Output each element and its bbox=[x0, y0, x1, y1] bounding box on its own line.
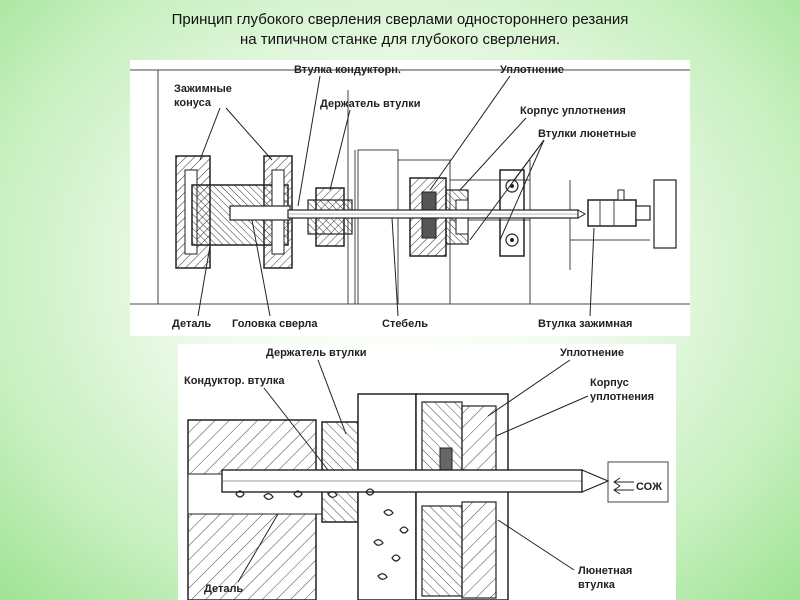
drilling-detail-drawing: Держатель втулки Уплотнение Кондуктор. в… bbox=[184, 347, 669, 600]
clamp-bushing-shape bbox=[587, 179, 677, 249]
workpiece-block bbox=[187, 419, 323, 600]
label-clamp-cones-2: конуса bbox=[174, 97, 212, 109]
label-clamp-bushing: Втулка зажимная bbox=[538, 318, 632, 330]
label-steady-bushings: Втулки люнетные bbox=[538, 128, 636, 140]
title-line-1: Принцип глубокого сверления сверлами одн… bbox=[171, 11, 629, 28]
title-line-2: на типичном станке для глубокого сверлен… bbox=[239, 31, 561, 48]
label-workpiece-2: Деталь bbox=[204, 583, 243, 595]
label-seal: Уплотнение bbox=[500, 64, 564, 76]
label-guide-bushing: Втулка кондукторн. bbox=[294, 64, 401, 76]
label-seal-housing-2b: уплотнения bbox=[590, 391, 654, 403]
coolant-arrows bbox=[613, 477, 634, 495]
drilling-detail-diagram: Держатель втулки Уплотнение Кондуктор. в… bbox=[178, 344, 676, 600]
drill-head-shape bbox=[229, 205, 291, 221]
label-guide-bushing-2: Кондуктор. втулка bbox=[184, 375, 285, 387]
label-seal-housing: Корпус уплотнения bbox=[520, 105, 626, 117]
drill-shank bbox=[221, 461, 669, 503]
label-coolant: СОЖ bbox=[636, 481, 662, 493]
slide-title: Принцип глубокого сверления сверлами одн… bbox=[0, 10, 800, 50]
label-shank: Стебель bbox=[382, 318, 428, 330]
label-bushing-holder: Держатель втулки bbox=[320, 98, 421, 110]
label-seal-2: Уплотнение bbox=[560, 347, 624, 359]
label-drill-head: Головка сверла bbox=[232, 318, 318, 330]
leader-lines-2 bbox=[237, 359, 589, 583]
machine-overview-diagram: Зажимные конуса Втулка кондукторн. Держа… bbox=[130, 60, 690, 336]
label-clamp-cones-1: Зажимные bbox=[174, 83, 232, 95]
leader-lines bbox=[197, 75, 595, 317]
machine-overview-drawing: Зажимные конуса Втулка кондукторн. Держа… bbox=[130, 64, 690, 330]
frame-lines bbox=[130, 69, 690, 305]
label-seal-housing-2a: Корпус bbox=[590, 377, 629, 389]
label-bushing-holder-2: Держатель втулки bbox=[266, 347, 367, 359]
chips bbox=[235, 488, 409, 580]
shank-shape bbox=[287, 209, 587, 219]
housing-body bbox=[357, 393, 509, 600]
label-steady-bushing-2a: Люнетная bbox=[578, 565, 632, 577]
label-workpiece: Деталь bbox=[172, 318, 211, 330]
label-steady-bushing-2b: втулка bbox=[578, 579, 616, 591]
